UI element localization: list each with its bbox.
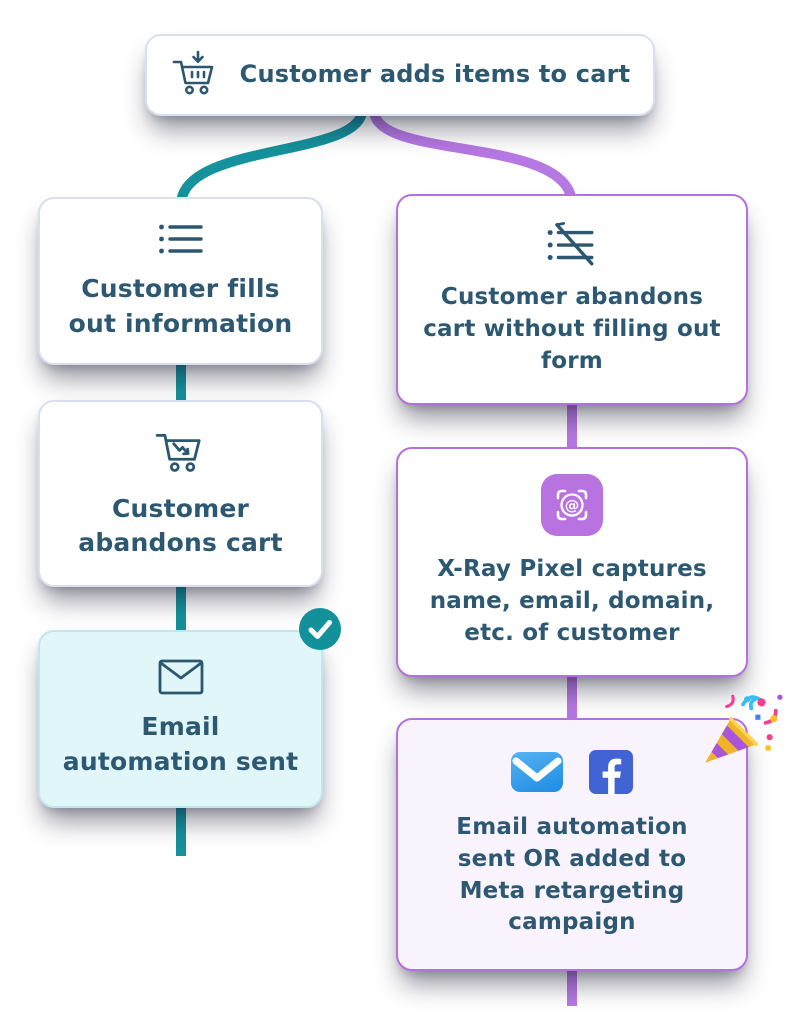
node-customer-adds-items: Customer adds items to cart — [145, 34, 655, 116]
xray-pixel-icon: @ — [541, 474, 603, 537]
node-email-or-meta-retargeting: Email automation sent OR added to Meta r… — [396, 718, 748, 971]
node-customer-fills-info: Customer fills out information — [38, 197, 323, 365]
node-label: Customer abandons cart — [78, 493, 283, 558]
node-label: Email automation sent OR added to Meta r… — [456, 814, 688, 936]
check-badge — [299, 608, 341, 650]
node-label: Email automation sent — [62, 712, 299, 776]
connector-root-to-left — [176, 109, 367, 206]
envelope-icon — [158, 659, 204, 695]
channel-icons — [511, 750, 633, 795]
connector-root-to-right — [369, 109, 577, 206]
node-email-automation-sent: Email automation sent — [38, 630, 323, 808]
party-popper-icon — [698, 688, 784, 770]
list-icon — [158, 221, 204, 257]
node-label: Customer adds items to cart — [239, 60, 631, 89]
node-abandons-without-form: Customer abandons cart without filling o… — [396, 194, 748, 405]
facebook-icon — [589, 750, 633, 795]
list-crossed-icon — [546, 221, 598, 267]
check-icon — [308, 620, 332, 639]
svg-text:@: @ — [565, 499, 580, 515]
cart-abandon-icon — [153, 427, 209, 477]
node-customer-abandons-cart: Customer abandons cart — [38, 400, 323, 587]
cart-add-icon — [170, 50, 220, 100]
email-icon — [511, 752, 563, 793]
node-xray-pixel-captures: @ X-Ray Pixel captures name, email, doma… — [396, 447, 748, 677]
node-label: Customer fills out information — [68, 274, 293, 338]
node-label: Customer abandons cart without filling o… — [423, 284, 721, 374]
node-label: X-Ray Pixel captures name, email, domain… — [429, 556, 715, 646]
